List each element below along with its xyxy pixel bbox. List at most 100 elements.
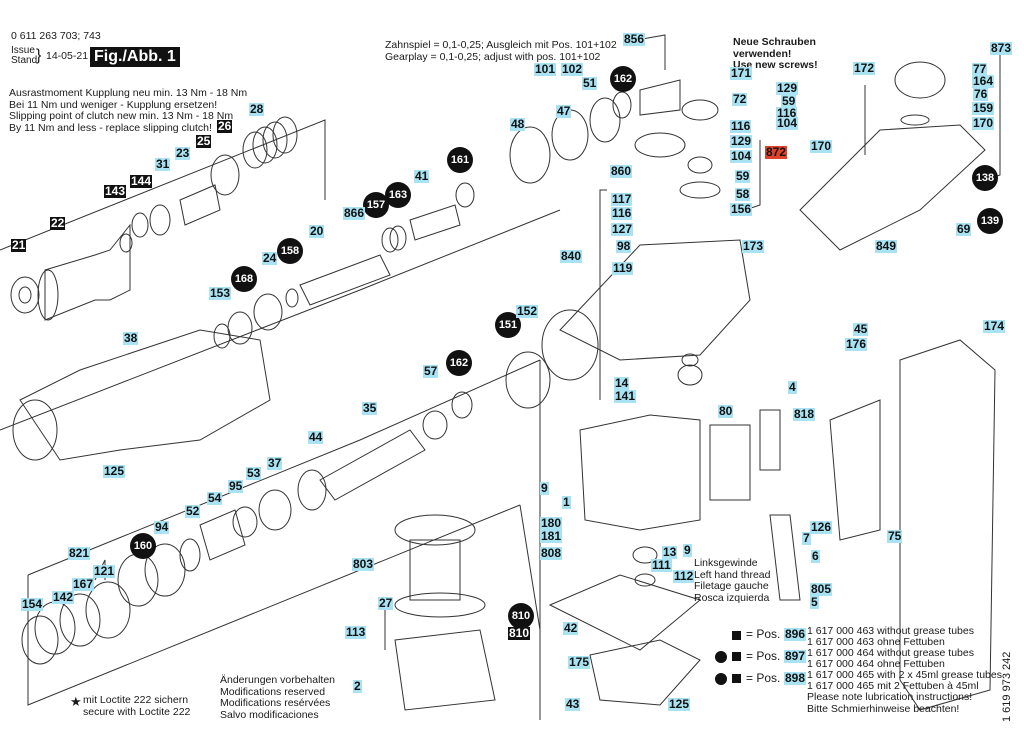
- part-38-drawing: [19, 329, 271, 461]
- part-80-drawing: [709, 424, 751, 501]
- part-label-175: 175: [568, 655, 591, 669]
- part-label-170: 170: [810, 139, 833, 153]
- part-label-872: 872: [765, 145, 788, 159]
- part-label-75: 75: [887, 529, 903, 543]
- part-label-21: 21: [11, 238, 27, 252]
- clutch-note-line: Ausrastmoment Kupplung neu min. 13 Nm - …: [9, 87, 248, 99]
- part-label-116: 116: [611, 206, 633, 220]
- part-label-24: 24: [262, 251, 278, 265]
- part-label-9: 9: [683, 543, 692, 557]
- part-label-153: 153: [209, 286, 232, 300]
- part-label-58: 58: [735, 187, 751, 201]
- part-label-101: 101: [534, 62, 557, 76]
- part-label-5: 5: [810, 595, 819, 609]
- part-57-drawing: [422, 410, 448, 440]
- part-label-20: 20: [309, 224, 325, 238]
- square-symbol-icon: [732, 631, 741, 640]
- modifications-line: Änderungen vorbehalten: [220, 674, 336, 686]
- part-label-176: 176: [845, 337, 868, 351]
- legend-prefix: = Pos.: [746, 649, 781, 663]
- part-20-drawing: [299, 254, 391, 306]
- legend: = Pos. 896 1 617 000 463 without grease …: [715, 625, 1002, 715]
- new-screws-line: Use new screws!: [733, 59, 818, 71]
- part-860-drawing: [634, 132, 686, 158]
- part-label-94: 94: [154, 520, 170, 534]
- part-label-162: 162: [446, 350, 472, 376]
- part-label-41: 41: [414, 169, 430, 183]
- part-label-167: 167: [72, 577, 95, 591]
- part-label-77: 77: [972, 62, 988, 76]
- part-label-31: 31: [155, 157, 171, 171]
- part-label-98: 98: [616, 239, 632, 253]
- part-label-4: 4: [788, 380, 797, 394]
- part-label-48: 48: [510, 117, 526, 131]
- part-label-160: 160: [130, 533, 156, 559]
- part-label-69: 69: [956, 222, 972, 236]
- part-label-26: 26: [217, 119, 233, 133]
- part-label-180: 180: [540, 516, 563, 530]
- legend-prefix: = Pos.: [746, 671, 781, 685]
- part-label-840: 840: [560, 249, 583, 263]
- part-803-drawing: [394, 514, 476, 546]
- legend-line: 1 617 000 464 without grease tubes: [807, 647, 974, 659]
- clutch-note-line: Slipping point of clutch new min. 13 Nm …: [9, 110, 234, 122]
- part-label-159: 159: [972, 101, 995, 115]
- part-75-handle-drawing: [899, 339, 996, 711]
- part-label-170: 170: [972, 116, 995, 130]
- part-label-866: 866: [343, 206, 366, 220]
- part-label-849: 849: [875, 239, 898, 253]
- new-screws-line: Neue Schrauben: [733, 36, 816, 48]
- part-label-80: 80: [718, 404, 734, 418]
- legend-line: 1 617 000 465 with 2 x 45ml grease tubes: [807, 669, 1002, 681]
- part-label-117: 117: [611, 192, 633, 206]
- left-thread-note: Linksgewinde Left hand thread Filetage g…: [694, 557, 770, 604]
- part-label-2: 2: [353, 679, 362, 693]
- part-label-163: 163: [385, 182, 411, 208]
- part-35-drawing: [319, 429, 426, 501]
- square-symbol-icon: [732, 652, 741, 661]
- part-label-856: 856: [623, 32, 646, 46]
- legend-pos: 896: [784, 627, 807, 641]
- modifications-line: Salvo modificaciones: [220, 708, 319, 721]
- part-label-129: 129: [776, 81, 799, 95]
- legend-line: 1 617 000 464 ohne Fettuben: [807, 658, 945, 670]
- clutch-note-line: By 11 Nm and less - replace slipping clu…: [9, 121, 212, 134]
- part-54-drawing: [199, 509, 246, 561]
- legend-footer-line: Bitte Schmierhinweise beachten!: [807, 702, 960, 715]
- part-label-810: 810: [508, 626, 531, 640]
- left-thread-line: Rosca izquierda: [694, 591, 770, 604]
- part-label-164: 164: [972, 74, 995, 88]
- gearplay-line: Zahnspiel = 0,1-0,25; Ausgleich mit Pos.…: [385, 39, 617, 51]
- legend-pos: 898: [784, 671, 807, 685]
- loctite-line: mit Loctite 222 sichern: [83, 694, 189, 706]
- part-label-803: 803: [352, 557, 375, 571]
- part-label-129: 129: [730, 134, 753, 148]
- circle-symbol-icon: [715, 673, 727, 685]
- part-41-drawing: [409, 204, 461, 241]
- figure-label: Fig./Abb. 1: [90, 47, 180, 67]
- part-numbers: 0 611 263 703; 743: [11, 30, 101, 42]
- part-label-53: 53: [246, 466, 262, 480]
- part-label-59: 59: [781, 94, 797, 108]
- part-label-28: 28: [249, 102, 265, 116]
- modifications-line: Modifications resérvées: [220, 697, 331, 709]
- new-screws-note: Neue Schrauben verwenden! Use new screws…: [733, 36, 818, 72]
- part-72-drawing: [681, 99, 719, 121]
- part-43-drawing: [589, 639, 701, 706]
- part-label-181: 181: [540, 529, 563, 543]
- part-label-76: 76: [973, 87, 989, 101]
- part-label-873: 873: [990, 41, 1013, 55]
- part-44-drawing: [297, 469, 327, 511]
- part-label-95: 95: [228, 479, 244, 493]
- legend-pos: 897: [784, 649, 807, 663]
- part-label-121: 121: [93, 564, 116, 578]
- part-label-860: 860: [610, 164, 633, 178]
- part-label-139: 139: [977, 208, 1003, 234]
- new-screws-line: verwenden!: [733, 47, 792, 60]
- legend-prefix: = Pos.: [746, 627, 781, 641]
- part-1-drawing: [579, 414, 701, 531]
- part-label-174: 174: [983, 319, 1006, 333]
- part-label-172: 172: [853, 61, 876, 75]
- frame-lower-left: [27, 359, 541, 576]
